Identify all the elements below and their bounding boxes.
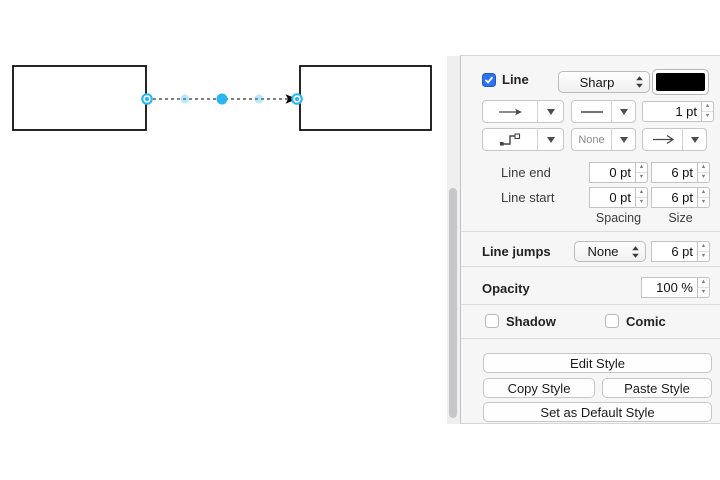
format-panel: Line Sharp xyxy=(460,55,720,424)
shadow-checkbox[interactable] xyxy=(485,314,499,328)
line-start-size-stepper[interactable]: ▲ ▼ xyxy=(698,187,710,208)
section-divider xyxy=(461,266,720,267)
edit-style-button[interactable]: Edit Style xyxy=(483,353,712,373)
check-icon xyxy=(485,76,493,84)
line-jumps-size-stepper[interactable]: ▲ ▼ xyxy=(698,241,710,262)
open-arrow-right-icon xyxy=(652,134,674,145)
vertical-scrollbar-thumb[interactable] xyxy=(449,188,457,418)
select-updown-icon xyxy=(632,245,639,258)
line-style-select[interactable]: Sharp xyxy=(558,71,650,93)
caret-down-icon xyxy=(690,136,699,143)
opacity-stepper[interactable]: ▲ ▼ xyxy=(698,277,710,298)
stepper-down-icon: ▼ xyxy=(638,198,645,205)
line-pattern-button[interactable] xyxy=(571,100,636,123)
diagram-canvas[interactable] xyxy=(0,0,460,480)
stepper-down-icon: ▼ xyxy=(700,173,707,180)
waypoints-style-button[interactable] xyxy=(482,128,564,151)
stepper-up-icon: ▲ xyxy=(698,278,709,288)
set-default-style-button[interactable]: Set as Default Style xyxy=(483,402,712,422)
line-start-label: Line start xyxy=(501,190,555,205)
waypoints-style-dropdown[interactable] xyxy=(537,129,563,150)
caret-down-icon xyxy=(619,108,628,115)
comic-label: Comic xyxy=(626,314,666,329)
stepper-down-icon: ▼ xyxy=(700,198,707,205)
line-end-spacing-input[interactable]: 0 pt xyxy=(589,162,636,183)
edge-target-handle[interactable] xyxy=(291,93,303,105)
line-end-size-stepper[interactable]: ▲ ▼ xyxy=(698,162,710,183)
spacing-column-label: Spacing xyxy=(595,211,642,225)
waypoints-fill-value: None xyxy=(578,133,605,146)
edge-virtual-waypoint-handle[interactable] xyxy=(180,94,190,104)
stepper-up-icon: ▲ xyxy=(698,188,709,198)
line-pattern-dropdown[interactable] xyxy=(611,101,635,122)
stepper-down-icon: ▼ xyxy=(638,173,645,180)
edge-source-handle[interactable] xyxy=(141,93,153,105)
section-divider xyxy=(461,304,720,305)
arrow-right-icon xyxy=(499,108,522,115)
line-color-swatch xyxy=(656,73,705,91)
stepper-down-icon: ▼ xyxy=(700,252,707,259)
end-arrow-button[interactable] xyxy=(642,128,707,151)
stepper-down-icon: ▼ xyxy=(704,112,711,119)
line-end-label: Line end xyxy=(501,165,551,180)
section-divider xyxy=(461,231,720,232)
edge-virtual-waypoint-handle[interactable] xyxy=(254,94,264,104)
line-start-size-field: 6 pt ▲ ▼ xyxy=(651,187,710,208)
size-column-label: Size xyxy=(668,211,693,225)
line-width-stepper[interactable]: ▲ ▼ xyxy=(702,101,714,122)
line-start-spacing-input[interactable]: 0 pt xyxy=(589,187,636,208)
line-jumps-select[interactable]: None xyxy=(574,241,646,262)
canvas-svg xyxy=(12,65,432,131)
solid-line-icon xyxy=(580,110,603,113)
stepper-up-icon: ▲ xyxy=(636,163,647,173)
line-width-field: 1 pt ▲ ▼ xyxy=(642,101,714,122)
caret-down-icon xyxy=(619,136,628,143)
caret-down-icon xyxy=(546,136,555,143)
line-start-spacing-field: 0 pt ▲ ▼ xyxy=(589,187,648,208)
line-end-spacing-field: 0 pt ▲ ▼ xyxy=(589,162,648,183)
shape-rectangle-right[interactable] xyxy=(299,65,432,131)
shadow-label: Shadow xyxy=(506,314,556,329)
line-jumps-value: None xyxy=(587,244,619,259)
waypoints-fill-button[interactable]: None xyxy=(571,128,636,151)
copy-style-button[interactable]: Copy Style xyxy=(483,378,595,398)
end-arrow-dropdown[interactable] xyxy=(682,129,706,150)
line-style-value: Sharp xyxy=(579,74,615,90)
line-width-input[interactable]: 1 pt xyxy=(642,101,702,122)
stepper-up-icon: ▲ xyxy=(702,102,713,112)
line-jumps-size-input[interactable]: 6 pt xyxy=(651,241,698,262)
stepper-down-icon: ▼ xyxy=(700,288,707,295)
edge-midpoint-handle[interactable] xyxy=(216,93,228,105)
line-jumps-label: Line jumps xyxy=(482,244,551,259)
waypoints-fill-dropdown[interactable] xyxy=(611,129,635,150)
opacity-field: 100 % ▲ ▼ xyxy=(641,277,710,298)
section-divider xyxy=(461,338,720,339)
line-color-button[interactable] xyxy=(652,69,709,95)
line-end-size-input[interactable]: 6 pt xyxy=(651,162,698,183)
line-jumps-size-field: 6 pt ▲ ▼ xyxy=(651,241,710,262)
stepper-up-icon: ▲ xyxy=(698,242,709,252)
line-end-size-field: 6 pt ▲ ▼ xyxy=(651,162,710,183)
vertical-scrollbar-track[interactable] xyxy=(447,56,460,424)
connection-arrow-button[interactable] xyxy=(482,100,564,123)
line-end-spacing-stepper[interactable]: ▲ ▼ xyxy=(636,162,648,183)
line-start-spacing-stepper[interactable]: ▲ ▼ xyxy=(636,187,648,208)
opacity-label: Opacity xyxy=(482,281,530,296)
line-checkbox[interactable] xyxy=(482,73,496,87)
paste-style-button[interactable]: Paste Style xyxy=(602,378,712,398)
line-section-label: Line xyxy=(502,72,529,87)
orthogonal-connector-icon xyxy=(500,132,521,146)
shape-rectangle-left[interactable] xyxy=(12,65,147,131)
line-start-size-input[interactable]: 6 pt xyxy=(651,187,698,208)
connection-arrow-dropdown[interactable] xyxy=(537,101,563,122)
select-updown-icon xyxy=(636,76,643,88)
comic-checkbox[interactable] xyxy=(605,314,619,328)
stepper-up-icon: ▲ xyxy=(636,188,647,198)
opacity-input[interactable]: 100 % xyxy=(641,277,698,298)
stepper-up-icon: ▲ xyxy=(698,163,709,173)
caret-down-icon xyxy=(546,108,555,115)
